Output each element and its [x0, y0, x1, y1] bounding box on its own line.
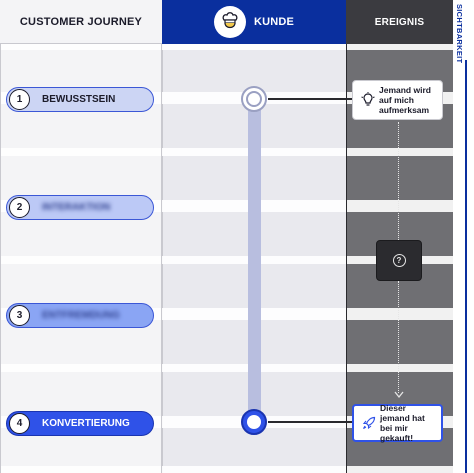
event-card-attention[interactable]: Jemand wird auf mich aufmerksam [352, 80, 443, 120]
question-icon: ? [392, 254, 406, 267]
unknown-event-box[interactable]: ? [376, 240, 422, 281]
stage-number: 1 [9, 89, 30, 110]
event-text: Jemand wird auf mich aufmerksam [379, 85, 431, 115]
visibility-label: SICHTBARKEIT [455, 4, 464, 64]
stage-conversion[interactable]: 4 KONVERTIERUNG [6, 411, 154, 436]
row-band [0, 364, 453, 372]
row-band [0, 466, 453, 473]
stage-alienation[interactable]: 3 ENTFREMDUNG [6, 303, 154, 328]
stage-label: INTERAKTION [42, 202, 111, 213]
visibility-axis-line [465, 60, 467, 473]
customer-journey-column [0, 0, 162, 473]
header-customer: KUNDE [162, 0, 346, 44]
stage-number: 3 [9, 305, 30, 326]
customer-progress-track [248, 99, 261, 423]
connector-line [268, 421, 352, 423]
event-column [346, 0, 453, 473]
rocket-icon [358, 416, 380, 430]
awareness-node-center [246, 91, 262, 107]
column-divider [0, 0, 1, 473]
connector-line [268, 98, 352, 100]
event-text: Dieser jemand hat bei mir gekauft! [380, 403, 425, 443]
header-event: EREIGNIS [346, 0, 453, 44]
awareness-node[interactable] [241, 86, 267, 112]
header-customer-label: KUNDE [253, 16, 295, 28]
column-divider [346, 0, 347, 473]
stage-number: 2 [9, 197, 30, 218]
visibility-axis: SICHTBARKEIT [453, 0, 474, 473]
lightbulb-icon [357, 92, 379, 108]
header-customer-journey: CUSTOMER JOURNEY [0, 0, 162, 44]
arrow-down-icon [394, 391, 404, 399]
row-band [0, 256, 453, 264]
stage-label: BEWUSSTSEIN [42, 94, 116, 105]
conversion-node[interactable] [241, 409, 267, 435]
event-card-purchase[interactable]: Dieser jemand hat bei mir gekauft! [352, 403, 443, 443]
event-dotted-path [398, 281, 399, 393]
column-divider [161, 0, 162, 473]
event-dotted-path [398, 122, 399, 240]
conversion-node-center [247, 415, 261, 429]
row-band [0, 148, 453, 156]
stage-number: 4 [9, 413, 30, 434]
stage-interaction[interactable]: 2 INTERAKTION [6, 195, 154, 220]
row-band [0, 44, 453, 50]
chef-avatar-icon [213, 6, 246, 38]
stage-label: ENTFREMDUNG [42, 310, 120, 321]
stage-awareness[interactable]: 1 BEWUSSTSEIN [6, 87, 154, 112]
header-event-label: EREIGNIS [374, 16, 425, 28]
header-customer-journey-label: CUSTOMER JOURNEY [19, 15, 143, 28]
stage-label: KONVERTIERUNG [42, 418, 130, 429]
question-mark: ? [396, 255, 402, 265]
